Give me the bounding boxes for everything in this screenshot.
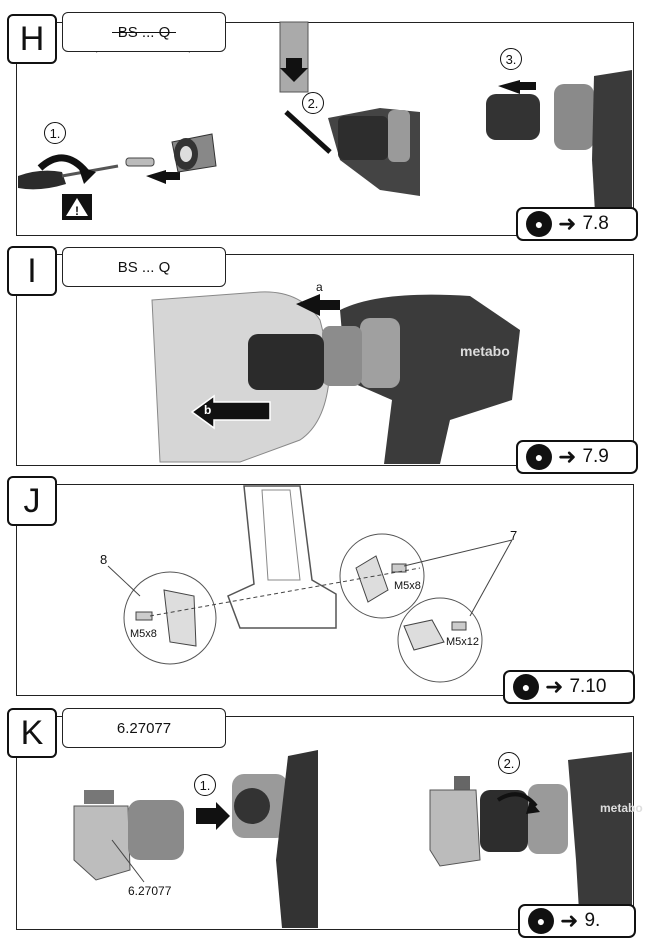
section-k-step-2: 2. [498, 752, 520, 774]
section-h-label-text: BS ... Q [111, 23, 176, 41]
arrow-right-icon: ➜ [560, 908, 579, 933]
section-h-step-3: 3. [500, 48, 522, 70]
section-i-label: BS ... Q [62, 247, 226, 287]
svg-text:metabo: metabo [600, 801, 643, 815]
section-h-step-1: 1. [44, 122, 66, 144]
section-k-letter: K [7, 708, 57, 758]
svg-text:!: ! [75, 204, 79, 218]
arrow-right-icon: ➜ [545, 674, 564, 699]
book-reading-icon: ● [526, 444, 552, 470]
section-i-panel [16, 254, 634, 466]
warning-icon: ! [62, 194, 92, 220]
section-j-reference: ● ➜ 7.10 [503, 670, 635, 704]
book-reading-icon: ● [513, 674, 539, 700]
section-k-reference: ● ➜ 9. [518, 904, 636, 938]
section-h-reference: ● ➜ 7.8 [516, 207, 638, 241]
section-h-label: BS ... Q [62, 12, 226, 52]
section-j-letter: J [7, 476, 57, 526]
section-i-callout-a: a [316, 280, 323, 294]
section-h-reference-text: 7.8 [582, 213, 609, 234]
section-j-screw-label-1: M5x8 [130, 628, 157, 640]
section-j-reference-text: 7.10 [569, 676, 607, 697]
section-k-label: 6.27077 [62, 708, 226, 748]
arrow-right-icon: ➜ [558, 444, 577, 469]
section-i-reference: ● ➜ 7.9 [516, 440, 638, 474]
section-i-reference-text: 7.9 [582, 446, 609, 467]
section-j-screw-label-2: M5x8 [394, 580, 421, 592]
svg-text:metabo: metabo [460, 343, 510, 359]
section-k-reference-text: 9. [584, 910, 601, 931]
section-i-callout-b: b [204, 403, 212, 417]
section-k-part-number: 6.27077 [128, 884, 172, 898]
book-reading-icon: ● [528, 908, 554, 934]
section-k-step-1: 1. [194, 774, 216, 796]
section-j-callout-7: 7 [510, 528, 518, 543]
book-reading-icon: ● [526, 211, 552, 237]
section-h-letter: H [7, 14, 57, 64]
section-h-step-2: 2. [302, 92, 324, 114]
section-j-callout-8: 8 [100, 552, 108, 567]
section-i-letter: I [7, 246, 57, 296]
section-j-screw-label-3: M5x12 [446, 636, 480, 648]
arrow-right-icon: ➜ [558, 211, 577, 236]
